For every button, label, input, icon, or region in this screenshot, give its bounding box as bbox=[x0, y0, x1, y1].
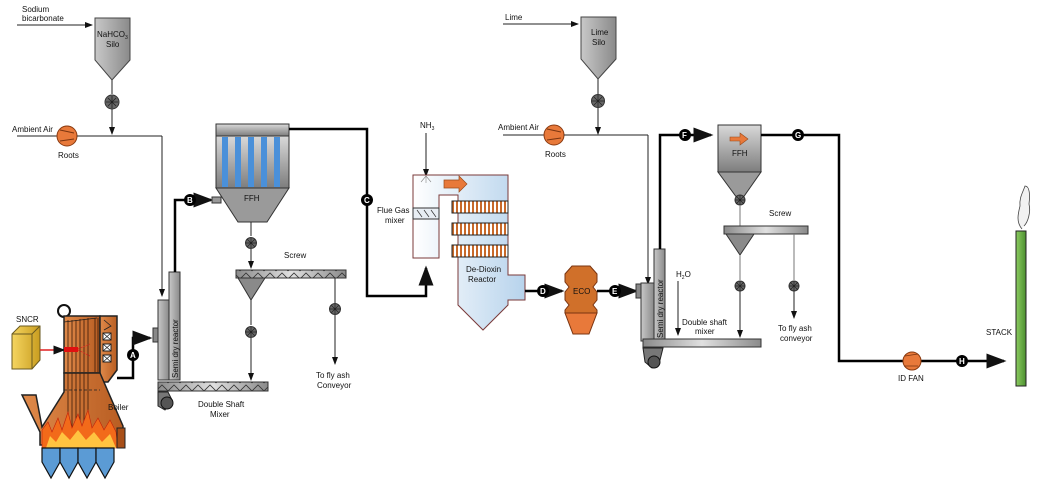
stream-line-b bbox=[173, 192, 214, 272]
svg-text:G: G bbox=[795, 131, 801, 140]
flue-gas-mixer-label-2: mixer bbox=[385, 216, 405, 225]
ffh-baghouse-2[interactable]: FFH bbox=[717, 124, 762, 203]
boiler[interactable] bbox=[20, 304, 126, 480]
roots-label-1: Roots bbox=[58, 151, 79, 160]
lime-silo-label: Lime bbox=[591, 28, 609, 37]
boiler-label: Boiler bbox=[108, 403, 129, 412]
eco-label: ECO bbox=[573, 287, 590, 296]
svg-text:B: B bbox=[187, 196, 193, 205]
economizer[interactable]: ECO bbox=[564, 265, 598, 335]
fly-ash-label-1b: Conveyor bbox=[317, 381, 352, 390]
catalyst-beds bbox=[451, 200, 509, 258]
double-shaft-mixer-label-2a: Double shaft bbox=[682, 318, 728, 327]
ambient-air-label-1: Ambient Air bbox=[12, 125, 53, 134]
stream-line-f bbox=[658, 127, 714, 249]
sodium-bicarbonate-label-2: bicarbonate bbox=[22, 14, 64, 23]
ambient-air-label-2: Ambient Air bbox=[498, 123, 539, 132]
screw-label-1: Screw bbox=[284, 251, 306, 260]
rotary-valve-icon bbox=[734, 280, 746, 292]
smoke-icon bbox=[1017, 185, 1031, 230]
double-shaft-mixer-1[interactable] bbox=[157, 381, 269, 392]
rotary-valve-icon bbox=[245, 326, 257, 338]
svg-text:A: A bbox=[130, 351, 136, 360]
svg-text:F: F bbox=[682, 131, 687, 140]
sodium-bicarbonate-label: Sodium bbox=[22, 5, 49, 14]
stack[interactable] bbox=[1015, 185, 1031, 387]
double-shaft-mixer-label-1b: Mixer bbox=[210, 410, 230, 419]
svg-text:H: H bbox=[959, 357, 965, 366]
stream-point-h[interactable]: H bbox=[956, 355, 968, 367]
ffh-label-1: FFH bbox=[244, 194, 260, 203]
roots-blower-icon[interactable] bbox=[56, 125, 78, 147]
fly-ash-label-1a: To fly ash bbox=[316, 371, 350, 380]
lime-silo[interactable]: Lime Silo bbox=[580, 16, 617, 80]
screw-conveyor-1[interactable] bbox=[235, 269, 347, 301]
roots-label-2: Roots bbox=[545, 150, 566, 159]
rotary-valve-icon bbox=[591, 94, 605, 108]
roots-blower-icon[interactable] bbox=[543, 124, 565, 146]
sncr-label: SNCR bbox=[16, 315, 39, 324]
semi-dry-reactor-1[interactable]: Semi dry reactor bbox=[152, 271, 181, 411]
stream-point-f[interactable]: F bbox=[679, 129, 691, 141]
semi-dry-reactor-label-1: Semi dry reactor bbox=[171, 319, 180, 378]
rotary-valve-icon bbox=[788, 280, 800, 292]
svg-text:E: E bbox=[612, 287, 618, 296]
nahco3-silo[interactable]: NaHCO3 Silo bbox=[94, 17, 131, 81]
stream-point-d[interactable]: D bbox=[537, 285, 549, 297]
fly-ash-label-2b: conveyor bbox=[780, 334, 813, 343]
lime-silo-label-2: Silo bbox=[592, 38, 606, 47]
rotary-valve-icon bbox=[245, 237, 257, 249]
rotary-valve-icon bbox=[329, 303, 341, 315]
double-shaft-mixer-2[interactable] bbox=[642, 338, 762, 348]
h2o-label: H2O bbox=[676, 270, 691, 281]
ffh-label-2: FFH bbox=[732, 149, 748, 158]
semi-dry-reactor-2[interactable]: Semi dry reactor bbox=[635, 248, 666, 369]
fly-ash-label-2a: To fly ash bbox=[778, 324, 812, 333]
id-fan-label: ID FAN bbox=[898, 374, 924, 383]
flue-gas-mixer-label-1: Flue Gas bbox=[377, 206, 409, 215]
de-dioxin-label-2: Reactor bbox=[468, 275, 496, 284]
sncr-unit[interactable]: SNCR bbox=[11, 315, 41, 370]
screw-conveyor-2[interactable] bbox=[723, 225, 809, 256]
nahco3-silo-label-2: Silo bbox=[106, 40, 120, 49]
stream-line-c bbox=[289, 127, 434, 298]
double-shaft-mixer-label-1a: Double Shaft bbox=[198, 400, 245, 409]
screw-label-2: Screw bbox=[769, 209, 791, 218]
ffh-baghouse-1[interactable]: FFH bbox=[211, 123, 290, 223]
stream-point-b[interactable]: B bbox=[184, 194, 196, 206]
rotary-valve-icon bbox=[104, 94, 120, 110]
lime-label: Lime bbox=[505, 13, 523, 22]
svg-text:D: D bbox=[540, 287, 546, 296]
stream-point-g[interactable]: G bbox=[792, 129, 804, 141]
id-fan-icon[interactable] bbox=[902, 351, 922, 371]
svg-text:C: C bbox=[364, 196, 370, 205]
semi-dry-reactor-label-2: Semi dry reactor bbox=[656, 279, 665, 338]
stack-label: STACK bbox=[986, 328, 1013, 337]
nh3-label: NH3 bbox=[420, 121, 435, 132]
de-dioxin-label-1: De-Dioxin bbox=[466, 265, 501, 274]
sodium-bicarbonate-feed: Sodium bicarbonate bbox=[17, 5, 93, 28]
nahco3-silo-label: NaHCO3 bbox=[97, 30, 128, 41]
stream-point-a[interactable]: A bbox=[127, 349, 139, 361]
double-shaft-mixer-label-2b: mixer bbox=[695, 327, 715, 336]
stream-point-e[interactable]: E bbox=[609, 285, 621, 297]
stream-point-c[interactable]: C bbox=[361, 194, 373, 206]
rotary-valve-icon bbox=[734, 194, 746, 206]
